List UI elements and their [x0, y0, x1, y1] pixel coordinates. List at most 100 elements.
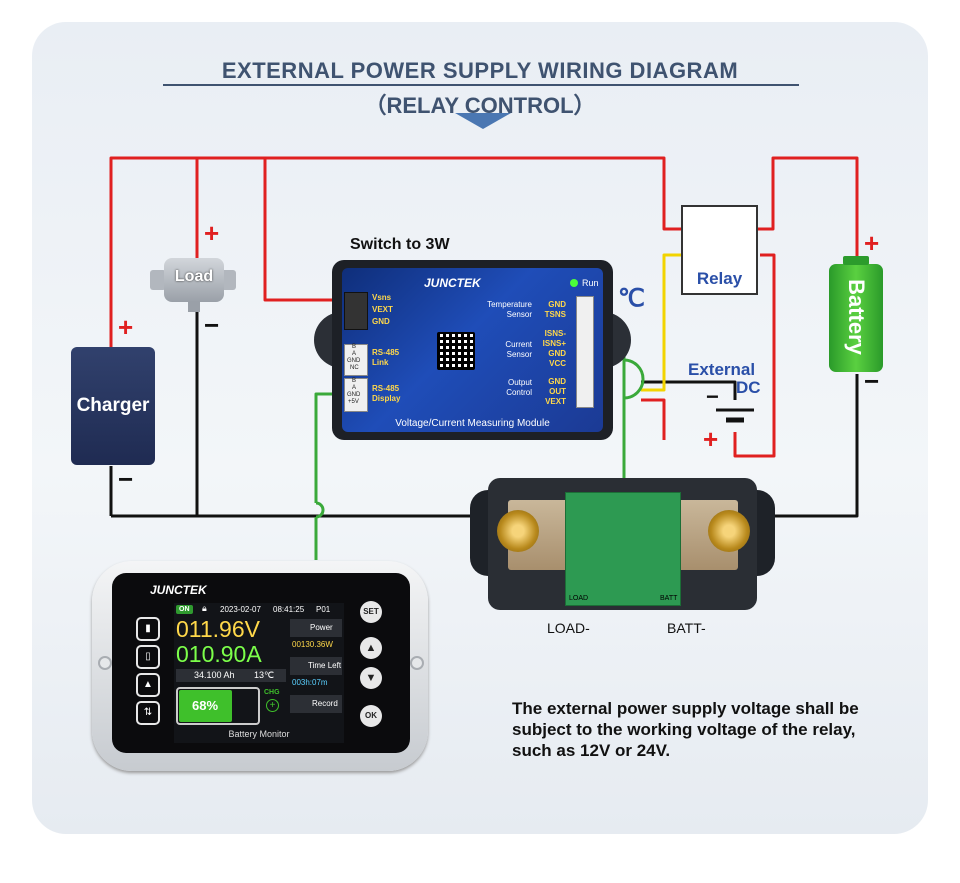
positive-wire-relay-vext: [733, 253, 776, 458]
battery-negative-mark: −: [864, 366, 880, 396]
link-pin-gnd: GND: [347, 358, 361, 364]
load-bolt-icon: [497, 510, 539, 552]
capacity-readout: 34.100 Ah: [194, 670, 235, 680]
load-body: [164, 258, 224, 302]
pcb-batt-label: BATT: [660, 595, 678, 602]
negative-wire-battery: [770, 374, 859, 518]
output-pin-out: OUT: [549, 387, 566, 396]
info-strip: [176, 669, 286, 682]
link-pin-nc: NC: [350, 365, 359, 371]
signal-wire-display-hop: [315, 501, 325, 519]
current-pin-isns-plus: ISNS+: [542, 339, 566, 348]
ok-button[interactable]: OK: [360, 705, 382, 727]
battery-box: Battery: [829, 256, 883, 372]
record-label: Record: [312, 699, 338, 708]
time-left-tile: [290, 657, 342, 675]
set-button[interactable]: SET: [360, 601, 382, 623]
lock-icon: 🔒︎: [202, 603, 207, 613]
charger-positive-mark: +: [118, 312, 134, 342]
battery-percent: 68%: [192, 698, 219, 713]
caption-note: The external power supply voltage shall …: [512, 699, 859, 760]
battery-monitor: JUNCTEK ▮ ▯ ▲ ⇅ ON 🔒︎ 2023-02-07 08:41:2…: [92, 561, 428, 771]
batt-bolt-icon: [708, 510, 750, 552]
monitor-footer: Battery Monitor: [228, 729, 290, 739]
positive-wire-battery: [752, 156, 859, 262]
display-pin-gnd: GND: [347, 392, 361, 398]
temp-pin-gnd: GND: [548, 300, 566, 309]
load-minus-label: LOAD-: [547, 620, 590, 636]
link-pin-b: B: [352, 344, 357, 350]
diagram-title: EXTERNAL POWER SUPPLY WIRING DIAGRAM: [221, 58, 739, 83]
battery-gauge: 68%: [176, 687, 260, 725]
run-label: Run: [582, 278, 599, 288]
batt-minus-label: BATT-: [667, 620, 706, 636]
battery-positive-mark: +: [864, 228, 880, 258]
time-left-value: 003h:07m: [292, 678, 328, 687]
display-pin-b: B: [352, 378, 357, 384]
load-device: Load: [150, 254, 236, 312]
rs485-link-label: RS-485 Link: [372, 348, 400, 367]
voltage-readout: 011.96V: [176, 616, 260, 642]
current-pin-gnd: GND: [548, 349, 566, 358]
display-pin-5v: +5V: [348, 399, 359, 405]
monitor-time: 08:41:25: [273, 605, 305, 614]
output-pin-gnd: GND: [548, 377, 566, 386]
shunt: LOAD BATT: [470, 478, 775, 610]
link-pin-a: A: [352, 351, 357, 357]
temp-sensor-label: Temperature Sensor: [487, 300, 532, 319]
celsius-label: ℃: [618, 285, 645, 312]
display-pin-a: A: [352, 385, 357, 391]
relay-box: Relay: [681, 205, 758, 295]
current-sensor-label: Current Sensor: [505, 340, 532, 359]
qr-code-icon: [437, 332, 475, 370]
output-pin-vext: VEXT: [545, 397, 566, 406]
load-knob-right: [220, 270, 236, 290]
rs485-display-label: RS-485 Display: [372, 384, 401, 403]
load-negative-mark: −: [204, 310, 220, 340]
relay-label: Relay: [696, 269, 743, 288]
load-label: Load: [174, 268, 214, 285]
up-button[interactable]: ▲: [360, 637, 382, 659]
down-button[interactable]: ▼: [360, 667, 382, 689]
charger-box: Charger: [71, 347, 155, 465]
charging-plus-icon: +: [266, 699, 279, 712]
chevron-down-icon: [455, 113, 511, 129]
signal-wire-sensor-arc: [623, 358, 645, 400]
pin-vsns: Vsns: [372, 293, 392, 302]
charger-label: Charger: [76, 395, 150, 416]
phone-side-icon[interactable]: ▯: [136, 645, 160, 669]
rs485-display-port: [344, 378, 368, 412]
monitor-date: 2023-02-07: [220, 605, 261, 614]
on-status-badge: ON: [176, 605, 193, 614]
monitor-brand: JUNCTEK: [150, 583, 207, 597]
load-positive-mark: +: [204, 218, 220, 248]
pcb-load-label: LOAD: [569, 595, 589, 602]
battery-label: Battery: [844, 279, 869, 355]
module-footer: Voltage/Current Measuring Module: [395, 418, 550, 429]
run-led-icon: [570, 279, 578, 287]
external-dc-label-line1: External: [688, 360, 756, 379]
battery-side-icon[interactable]: ▮: [136, 617, 160, 641]
external-dc-label-line2: DC: [736, 378, 761, 397]
positive-wire-top: [109, 156, 685, 347]
alarm-side-icon[interactable]: ▲: [136, 673, 160, 697]
dc-negative-mark: −: [706, 384, 719, 409]
battery-gauge-fill: [179, 690, 232, 722]
record-tile: [290, 695, 342, 713]
switch-label: Switch to 3W: [350, 236, 450, 253]
pin-gnd: GND: [372, 317, 390, 326]
rs485-link-port: [344, 344, 368, 376]
module-brand: JUNCTEK: [424, 276, 481, 290]
time-left-label: Time Left: [308, 661, 342, 670]
chg-label: CHG: [264, 689, 280, 696]
monitor-lcd: ON 🔒︎ 2023-02-07 08:41:25 P01 011.96V 01…: [174, 603, 344, 743]
right-terminal-block: [576, 296, 594, 408]
switch-side-icon[interactable]: ⇅: [136, 701, 160, 725]
power-tile: [290, 619, 342, 637]
title-underline: [163, 84, 799, 86]
relay-vext-wire: [641, 398, 666, 440]
mount-hole-right: [410, 656, 424, 670]
current-readout: 010.90A: [176, 641, 262, 667]
current-pin-vcc: VCC: [549, 359, 566, 368]
measuring-module: JUNCTEK Run Vsns VEXT GND B A GND NC RS-…: [314, 260, 631, 440]
